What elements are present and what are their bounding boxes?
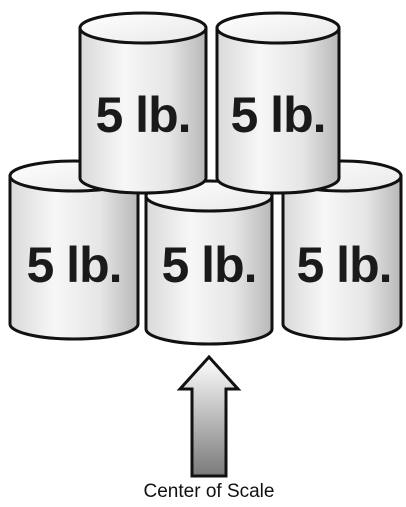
up-arrow-icon (176, 354, 242, 478)
weight-label-bottom-right: 5 lb. (296, 237, 391, 293)
weight-label-bottom-middle: 5 lb. (161, 237, 256, 293)
weight-label-top-right: 5 lb. (230, 87, 325, 143)
weight-bottom-middle: 5 lb. (144, 179, 274, 346)
weight-label-top-left: 5 lb. (95, 87, 190, 143)
weight-top-right: 5 lb. (215, 11, 341, 195)
center-of-scale-caption: Center of Scale (144, 481, 275, 502)
weight-top-left: 5 lb. (78, 11, 208, 195)
weight-label-bottom-left: 5 lb. (26, 237, 121, 293)
